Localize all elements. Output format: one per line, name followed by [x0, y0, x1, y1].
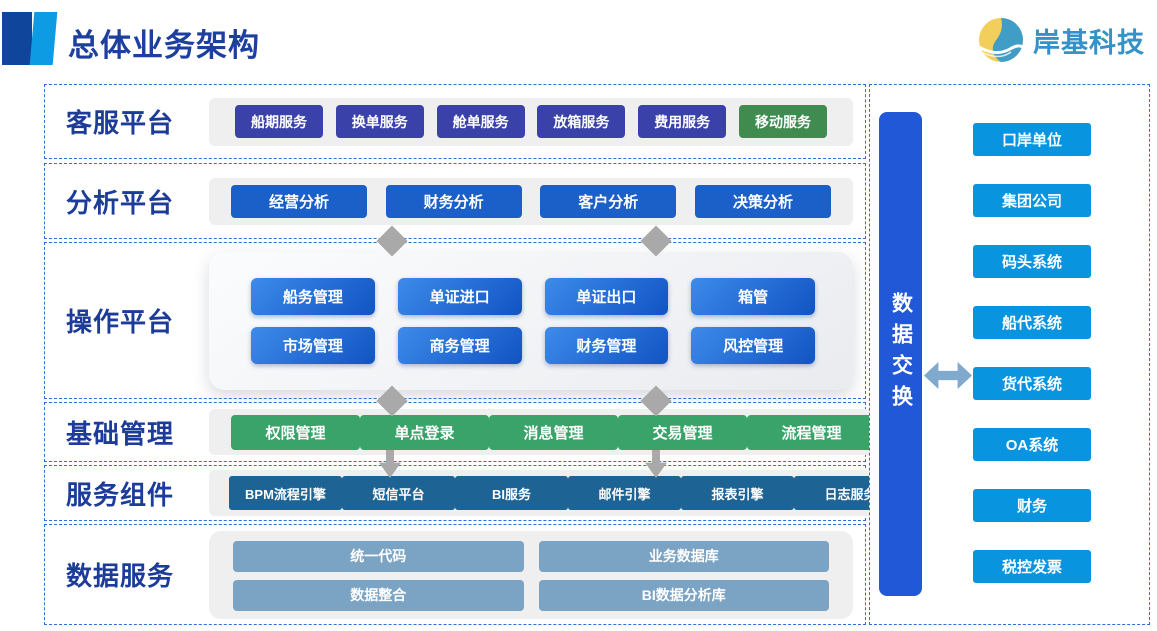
external-system-node: OA系统 [973, 428, 1091, 461]
operation-node: 市场管理 [251, 326, 375, 364]
row-label-operation: 操作平台 [66, 307, 175, 337]
analysis-button-panel: 经营分析财务分析客户分析决策分析 [209, 177, 853, 225]
external-system-node: 码头系统 [973, 245, 1091, 278]
service-component-node: 短信平台 [342, 476, 455, 510]
service-node: 换单服务 [335, 105, 424, 138]
service-component-node: 邮件引擎 [568, 476, 681, 510]
data-service-node: 统一代码 [233, 540, 524, 572]
operation-node: 商务管理 [397, 326, 522, 364]
data-exchange-bar: 数据交换 [879, 112, 922, 596]
basic-mgmt-node: 单点登录 [360, 414, 489, 450]
header-accent-dark [2, 12, 32, 65]
analysis-node: 经营分析 [231, 184, 367, 218]
service-component-node: BI服务 [455, 476, 568, 510]
external-system-node: 财务 [973, 489, 1091, 522]
external-systems-list: 口岸单位集团公司码头系统船代系统货代系统 OA系统财务税控发票 [973, 123, 1091, 583]
basic-management-button-panel: 权限管理单点登录消息管理交易管理流程管理 [209, 409, 898, 455]
operation-node: 箱管 [691, 277, 815, 315]
analysis-node: 客户分析 [540, 184, 677, 218]
operation-node: 财务管理 [544, 326, 669, 364]
service-component-node: BPM流程引擎 [229, 476, 342, 510]
row-label-basic-management: 基础管理 [66, 418, 175, 449]
row-label-analysis: 分析平台 [66, 187, 175, 218]
external-system-node: 口岸单位 [973, 123, 1091, 156]
row-customer-service-platform: 客服平台 船期服务换单服务舱单服务放箱服务费用服务移动服务 [44, 84, 866, 159]
service-component-node: 报表引擎 [681, 476, 794, 510]
external-system-node: 货代系统 [973, 367, 1091, 400]
basic-mgmt-node: 交易管理 [618, 414, 747, 450]
external-system-node: 集团公司 [973, 184, 1091, 217]
operation-node: 船务管理 [251, 277, 375, 315]
analysis-node: 财务分析 [385, 184, 522, 218]
page-title: 总体业务架构 [68, 28, 260, 63]
operation-node: 单证进口 [397, 277, 522, 315]
basic-mgmt-node: 消息管理 [489, 414, 618, 450]
operation-node: 风控管理 [691, 326, 815, 364]
exchange-double-arrow-icon [924, 362, 972, 389]
row-data-services: 数据服务 统一代码业务数据库数据整合 BI数据分析库 [44, 524, 866, 625]
service-node: 放箱服务 [537, 105, 626, 138]
service-node: 费用服务 [638, 105, 727, 138]
brand-logo-text: 岸基科技 [1033, 27, 1145, 58]
customer-service-button-panel: 船期服务换单服务舱单服务放箱服务费用服务移动服务 [209, 97, 853, 146]
data-service-node: BI数据分析库 [538, 579, 829, 611]
data-service-node: 数据整合 [233, 579, 524, 611]
service-node: 船期服务 [235, 105, 323, 138]
row-label-data-services: 数据服务 [66, 561, 175, 591]
row-basic-management: 基础管理 权限管理单点登录消息管理交易管理流程管理 [44, 402, 898, 462]
row-operation-platform: 操作平台 船务管理单证进口单证出口箱管市场管理商务管理财务管理风控管理 [44, 242, 866, 399]
service-node: 移动服务 [738, 105, 827, 138]
data-services-button-panel: 统一代码业务数据库数据整合 BI数据分析库 [209, 530, 853, 619]
basic-mgmt-node: 权限管理 [231, 414, 360, 450]
header-accent-light [29, 12, 58, 65]
brand-logo: 岸基科技 [977, 16, 1145, 64]
service-node: 舱单服务 [436, 105, 525, 138]
data-exchange-panel: 数据交换 口岸单位集团公司码头系统船代系统货代系统 OA系统财务税控发票 [869, 84, 1150, 625]
operation-node: 单证出口 [544, 277, 669, 315]
row-label-customer-service: 客服平台 [66, 108, 175, 138]
data-service-node: 业务数据库 [538, 540, 829, 572]
row-analysis-platform: 分析平台 经营分析财务分析客户分析决策分析 [44, 163, 866, 239]
operation-button-panel: 船务管理单证进口单证出口箱管市场管理商务管理财务管理风控管理 [209, 251, 853, 390]
external-system-node: 船代系统 [973, 306, 1091, 339]
brand-logo-icon [978, 18, 1024, 62]
external-system-node: 税控发票 [973, 550, 1091, 583]
basic-mgmt-node: 流程管理 [747, 414, 876, 450]
row-label-service-components: 服务组件 [66, 479, 175, 510]
analysis-node: 决策分析 [694, 184, 831, 218]
